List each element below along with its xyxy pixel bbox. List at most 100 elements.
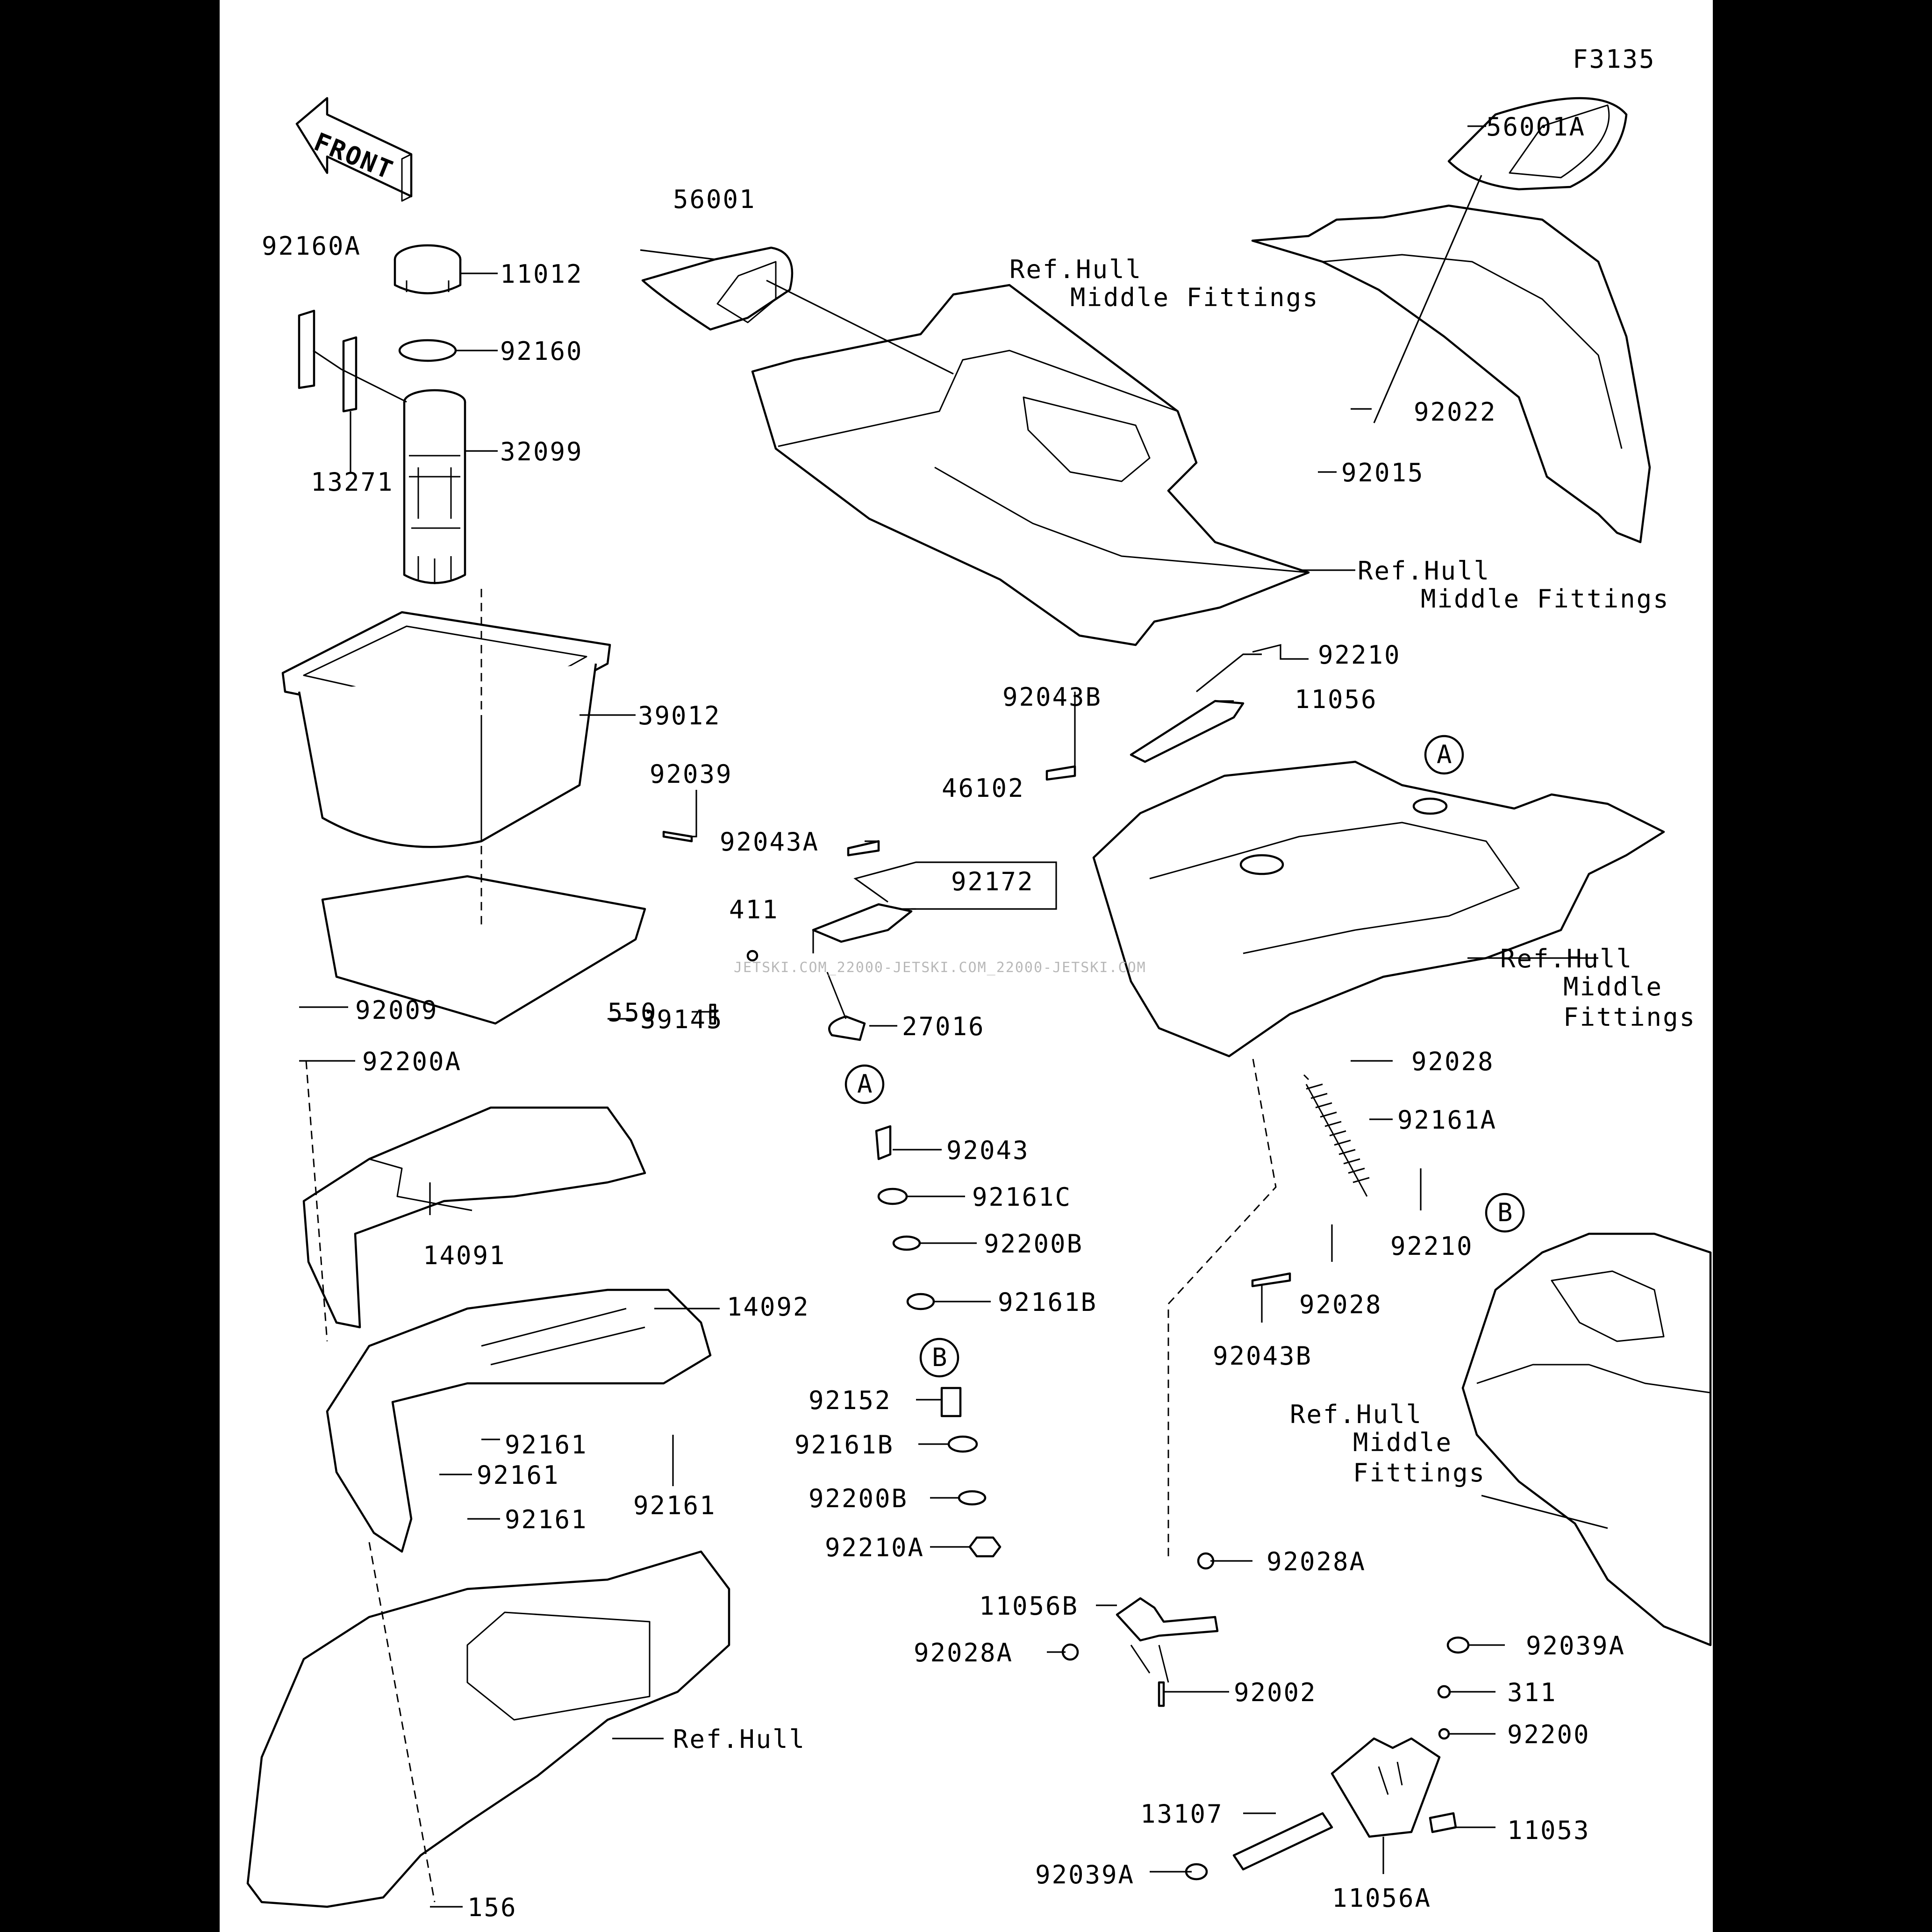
callout-56001: 56001 (673, 185, 756, 214)
pad-92160A-part (298, 309, 315, 389)
leader-lines (299, 125, 1608, 1908)
washer-411-part (746, 950, 758, 962)
rubber-92161C-part (877, 1188, 908, 1205)
bolt-92002-part (1158, 1681, 1165, 1707)
callout-92161-a: 92161 (505, 1430, 588, 1460)
ref-hull-1-line1: Ref.Hull (1009, 255, 1142, 284)
hull-middle-fitting-center (1092, 760, 1665, 1058)
callout-92161B-b: 92161B (794, 1430, 894, 1460)
rubber-92161B-a-part (906, 1293, 935, 1310)
cover-14092-part (326, 1288, 712, 1553)
marker-a-right: A (1424, 735, 1464, 775)
hull-middle-fitting-b (1461, 1232, 1712, 1646)
stud-92043-part (875, 1125, 892, 1160)
storage-bucket-part (281, 611, 611, 848)
callout-92039A-a: 92039A (1526, 1631, 1625, 1660)
assembly-lines (305, 589, 1277, 1903)
callout-14091: 14091 (423, 1241, 506, 1270)
oring-92160-part (398, 339, 457, 362)
pin-92039A-a-part (1446, 1636, 1470, 1654)
bolt-92043A-part (847, 840, 880, 857)
callout-92028-b: 92028 (1299, 1290, 1382, 1319)
callout-13107: 13107 (1140, 1799, 1224, 1829)
ref-hull-2-line2: Middle Fittings (1421, 584, 1670, 614)
callout-92009: 92009 (355, 995, 438, 1025)
washer-92200-part (1438, 1728, 1450, 1740)
collar-92152-part (940, 1387, 962, 1417)
callout-311: 311 (1507, 1678, 1557, 1707)
spring-92161A-part (1303, 1074, 1370, 1197)
callout-92039A-b: 92039A (1035, 1860, 1135, 1889)
callout-92200A: 92200A (362, 1047, 462, 1076)
ref-hull-4-line3: Fittings (1353, 1458, 1486, 1488)
fitting-56001A-part (1447, 97, 1628, 191)
ref-hull-3-line3: Fittings (1563, 1002, 1696, 1032)
bracket-11056B-part (1116, 1597, 1219, 1683)
callout-39145: 39145 (640, 1005, 723, 1034)
callout-92161-d: 92161 (633, 1491, 716, 1520)
callout-92160: 92160 (500, 336, 583, 366)
callout-92161A: 92161A (1397, 1105, 1497, 1135)
callout-92152: 92152 (809, 1386, 892, 1415)
svg-text:A: A (857, 1069, 874, 1099)
callout-92161-c: 92161 (505, 1505, 588, 1534)
callout-156: 156 (467, 1893, 517, 1922)
callout-11056: 11056 (1295, 685, 1378, 714)
svg-text:B: B (932, 1343, 949, 1372)
clip-11053-part (1429, 1812, 1457, 1833)
callout-92043B-b: 92043B (1213, 1341, 1312, 1371)
bucket-gasket-part (321, 875, 646, 1025)
fitting-56001-part (641, 246, 794, 331)
ref-hull-3-line2: Middle (1563, 972, 1663, 1002)
nut-92210A-part (968, 1536, 1002, 1558)
callout-92039: 92039 (650, 759, 733, 789)
callout-92028-a: 92028 (1411, 1047, 1495, 1076)
callout-92043: 92043 (946, 1136, 1030, 1165)
callout-92160A: 92160A (262, 231, 361, 261)
callout-32099: 32099 (500, 437, 583, 466)
ref-hull-4-line2: Middle (1353, 1428, 1453, 1457)
callout-11012: 11012 (500, 259, 583, 289)
hull-middle-fitting-right (1251, 204, 1651, 544)
callout-92200B-a: 92200B (984, 1229, 1083, 1259)
nut-311-part (1437, 1685, 1451, 1699)
bolt-92043B-b-part (1251, 1272, 1291, 1288)
ref-hull-5: Ref.Hull (673, 1724, 806, 1754)
hull-front-part (246, 1550, 730, 1908)
callout-92161-b: 92161 (477, 1460, 560, 1490)
callout-92022: 92022 (1414, 397, 1497, 427)
washer-92200B-b-part (958, 1490, 987, 1506)
filler-cap-part (394, 244, 462, 294)
callout-92200: 92200 (1507, 1720, 1590, 1749)
callout-39012: 39012 (638, 701, 721, 730)
watermark-text: JETSKI.COM_22000-JETSKI.COM_22000-JETSKI… (734, 959, 1146, 976)
ref-hull-3-line1: Ref.Hull (1500, 944, 1633, 973)
ref-hull-1-line2: Middle Fittings (1070, 283, 1319, 312)
callout-46102: 46102 (942, 773, 1025, 803)
callout-92161C: 92161C (972, 1182, 1072, 1212)
bracket-11056-part (1130, 700, 1245, 763)
pin-92039-part (662, 830, 693, 843)
callout-92002: 92002 (1234, 1678, 1317, 1707)
reference-labels: Ref.Hull Middle Fittings Ref.Hull Middle… (673, 255, 1696, 1754)
rubber-92161B-b-part (947, 1435, 978, 1453)
callout-92172: 92172 (951, 867, 1034, 896)
screw-550-part (709, 1003, 716, 1025)
callout-411: 411 (729, 895, 779, 924)
callout-92210A: 92210A (825, 1533, 924, 1562)
ref-hull-2-line1: Ref.Hull (1358, 556, 1490, 586)
callout-92210-b: 92210 (1390, 1231, 1474, 1261)
callout-92015: 92015 (1341, 458, 1424, 487)
filler-neck-part (403, 389, 466, 584)
ref-hull-4-line1: Ref.Hull (1290, 1400, 1423, 1429)
marker-b-left: B (919, 1338, 959, 1378)
callout-92200B-b: 92200B (809, 1484, 908, 1513)
pad-11056A-part (1331, 1737, 1441, 1838)
callout-56001A: 56001A (1486, 112, 1586, 142)
callout-92043A: 92043A (720, 827, 819, 857)
callout-11056B: 11056B (979, 1591, 1079, 1621)
cover-14091-part (302, 1106, 646, 1329)
marker-a-left: A (844, 1064, 885, 1104)
